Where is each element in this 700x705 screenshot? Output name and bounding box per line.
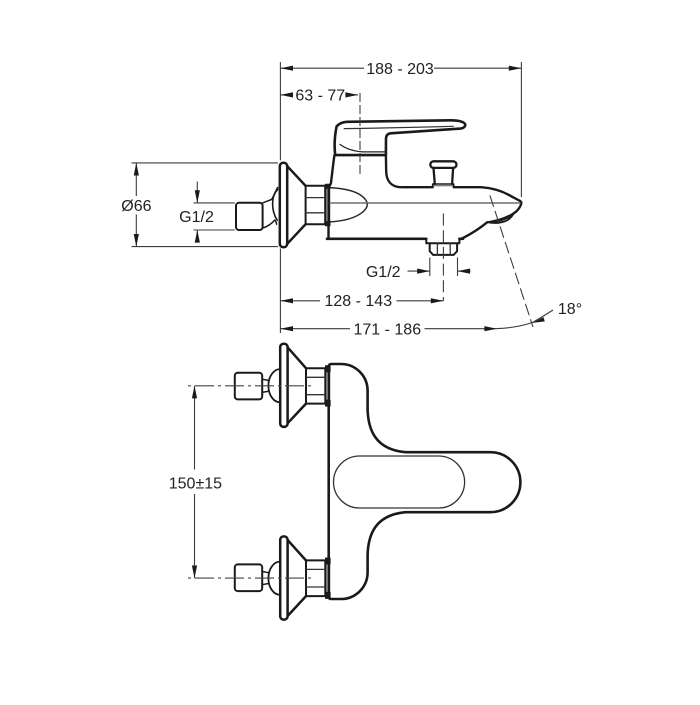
svg-text:18°: 18° — [558, 301, 582, 318]
svg-text:G1/2: G1/2 — [366, 264, 401, 281]
svg-text:63 - 77: 63 - 77 — [295, 88, 345, 105]
svg-text:150±15: 150±15 — [169, 475, 222, 492]
svg-text:Ø66: Ø66 — [121, 198, 151, 215]
svg-text:188 - 203: 188 - 203 — [366, 61, 434, 78]
svg-text:G1/2: G1/2 — [179, 209, 214, 226]
svg-text:171 - 186: 171 - 186 — [353, 322, 421, 339]
svg-text:128 - 143: 128 - 143 — [324, 293, 392, 310]
